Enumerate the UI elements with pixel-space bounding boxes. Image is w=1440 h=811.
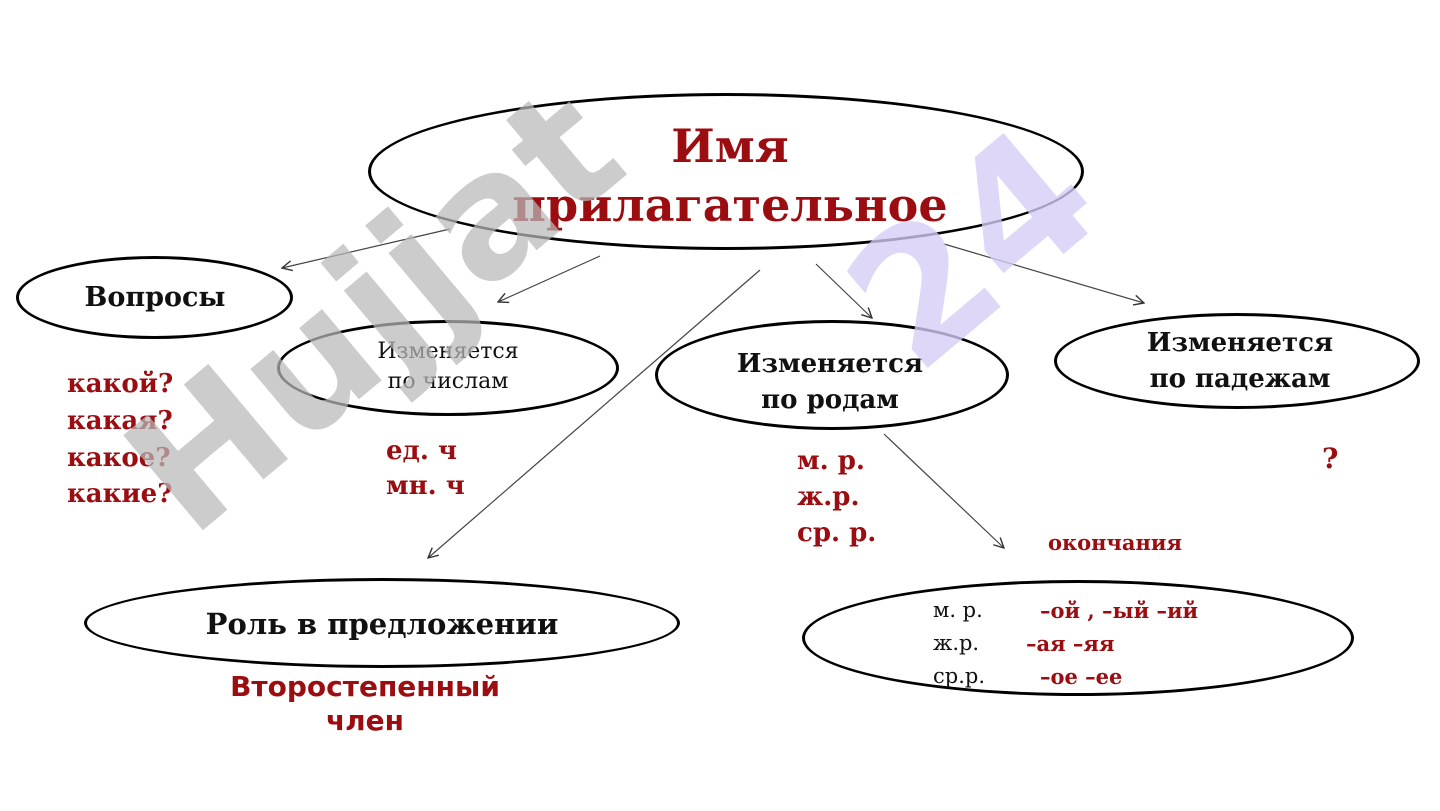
gender-item: ж.р. <box>797 482 860 512</box>
arrow-to-cases <box>943 243 1144 303</box>
cases-title-line2: по падежам <box>1149 364 1331 394</box>
arrow-to-endings <box>883 433 1004 548</box>
questions-ellipse <box>16 256 293 339</box>
question-item: какое? <box>67 443 171 473</box>
numbers-title-line1: Изменяется <box>377 339 519 364</box>
role-value-line2: член <box>325 704 405 737</box>
gender-item: ср. р. <box>797 518 877 548</box>
root-title-line1: Имя <box>671 119 789 173</box>
question-item: какая? <box>67 406 173 436</box>
role-title: Роль в предложении <box>205 607 559 641</box>
arrow-to-numbers <box>498 255 601 302</box>
root-title-line2: прилагательное <box>512 178 948 232</box>
endings-row-gender: м. р. <box>933 598 983 622</box>
arrow-to-genders <box>815 263 872 318</box>
role-ellipse <box>84 578 680 668</box>
genders-title-line2: по родам <box>761 385 899 415</box>
arrow-to-role <box>428 269 761 558</box>
genders-ellipse <box>655 320 1009 430</box>
endings-ellipse <box>802 580 1354 696</box>
root-ellipse <box>368 93 1084 250</box>
endings-row-gender: ср.р. <box>933 664 985 688</box>
role-value-line1: Второстепенный <box>230 670 500 703</box>
endings-row-forms: –ой , –ый –ий <box>1040 598 1199 623</box>
number-item: мн. ч <box>386 471 465 501</box>
endings-label: окончания <box>1048 530 1182 555</box>
cases-question-mark: ? <box>1322 442 1339 475</box>
questions-title: Вопросы <box>84 282 226 313</box>
question-item: какой? <box>67 369 174 399</box>
question-item: какие? <box>67 479 173 509</box>
arrow-to-questions <box>282 228 451 268</box>
number-item: ед. ч <box>386 436 458 466</box>
numbers-ellipse <box>277 320 619 416</box>
endings-row-forms: –ая –яя <box>1026 631 1115 656</box>
cases-title-line1: Изменяется <box>1146 328 1334 358</box>
endings-row-forms: –ое –ее <box>1040 664 1123 689</box>
endings-row-gender: ж.р. <box>933 631 980 655</box>
cases-ellipse <box>1054 313 1420 409</box>
numbers-title-line2: по числам <box>387 369 509 394</box>
genders-title-line1: Изменяется <box>736 349 924 379</box>
gender-item: м. р. <box>797 446 865 476</box>
